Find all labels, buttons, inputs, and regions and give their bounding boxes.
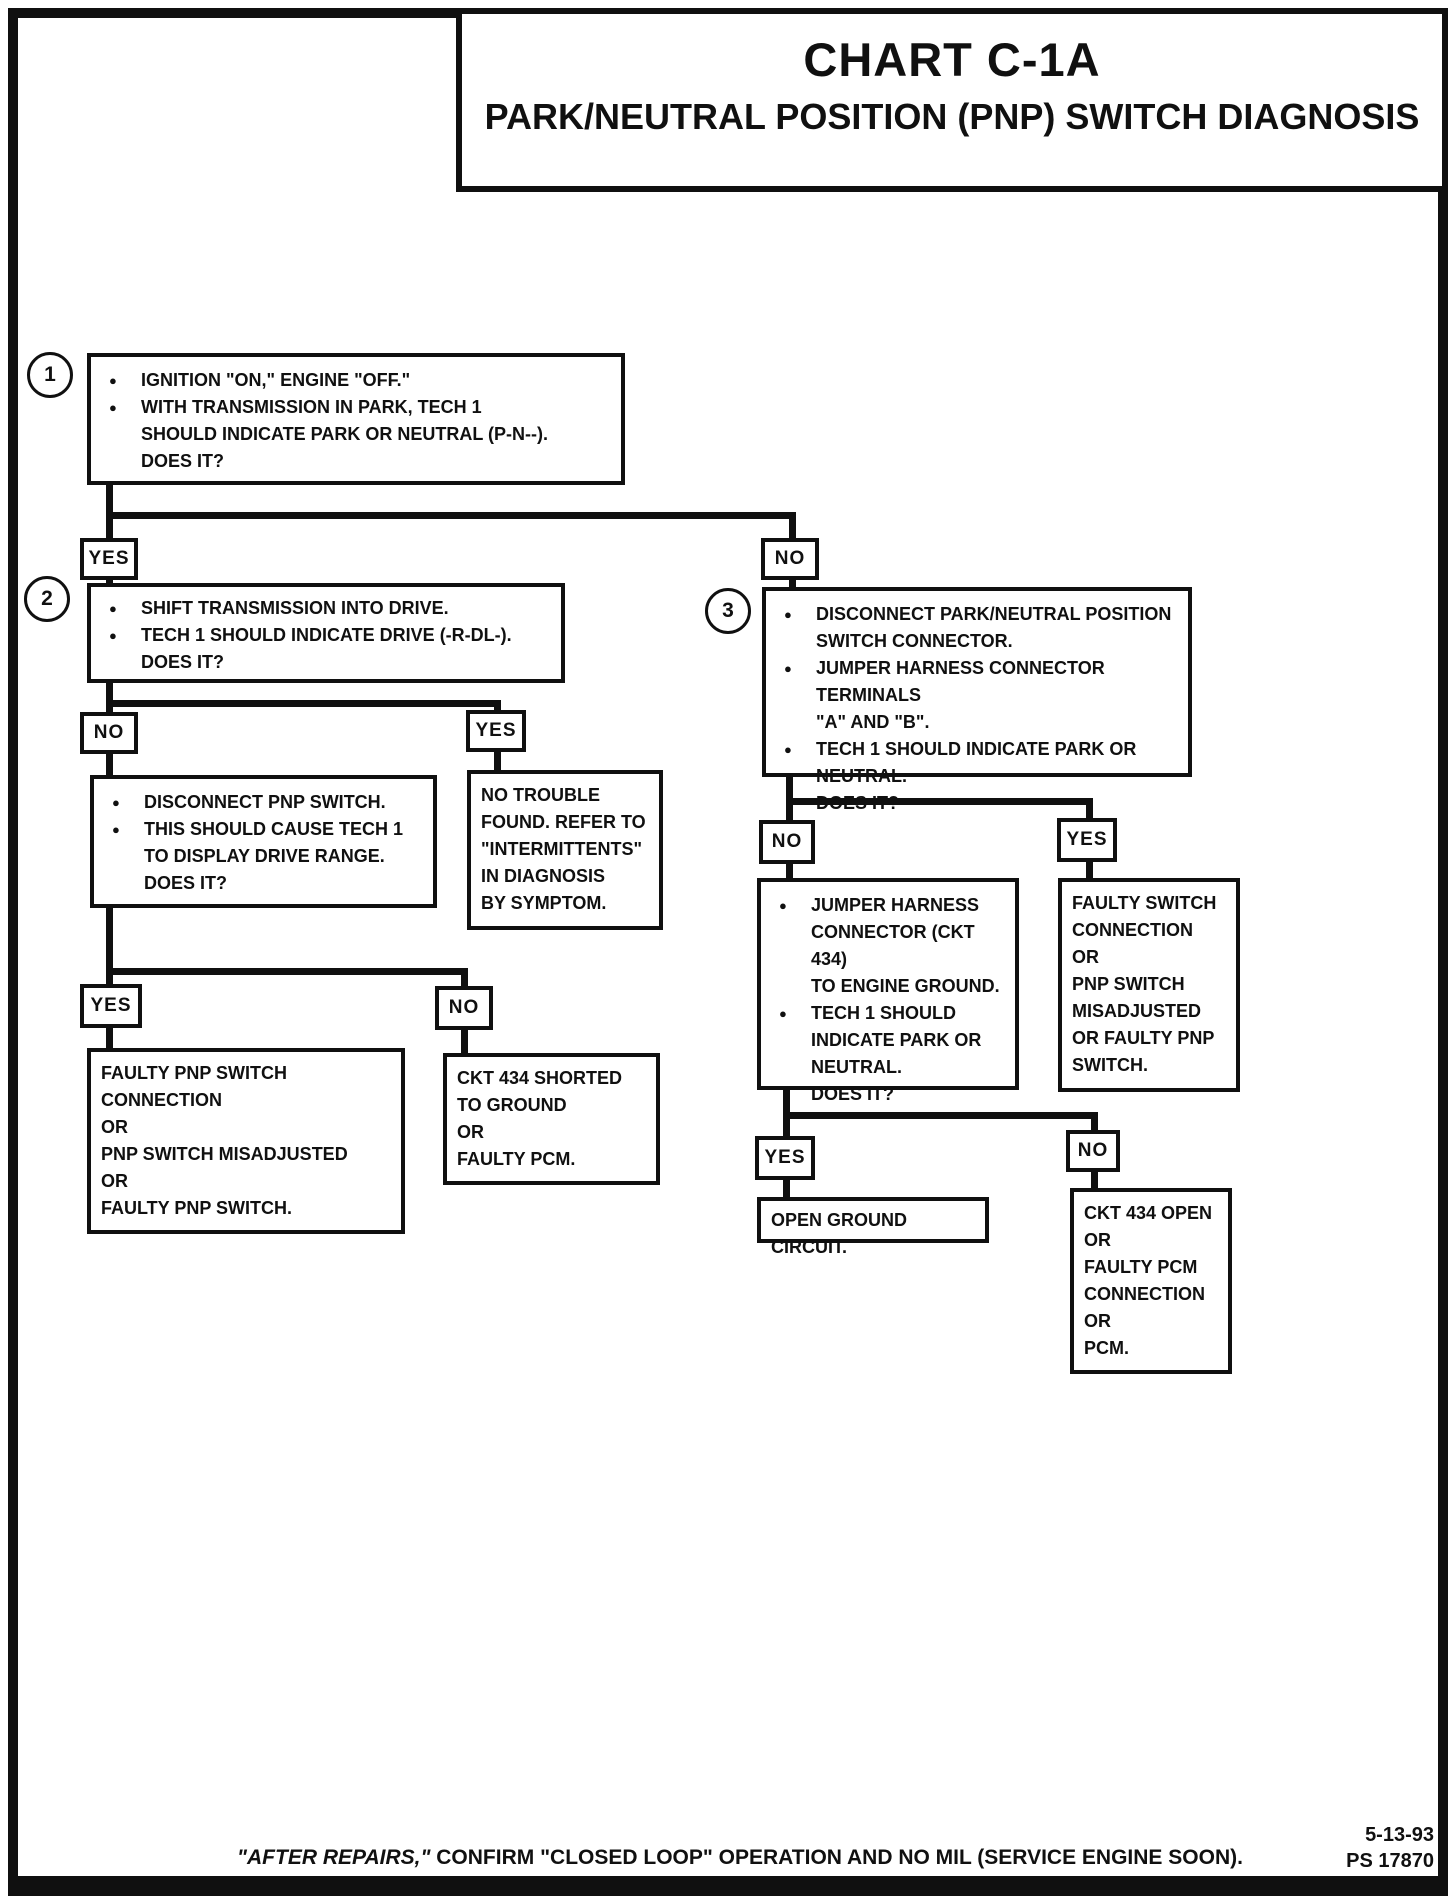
- footer-note: "AFTER REPAIRS," CONFIRM "CLOSED LOOP" O…: [180, 1846, 1300, 1870]
- step1-bullet-1: IGNITION "ON," ENGINE "OFF.": [97, 367, 615, 394]
- jumper-bullet-2: TECH 1 SHOULD INDICATE PARK OR NEUTRAL. …: [767, 1000, 1009, 1108]
- connector-step1-yes: [106, 485, 113, 583]
- connector-step2-branch: [106, 700, 501, 707]
- footer-id-block: 5-13-93 PS 17870: [1306, 1822, 1434, 1874]
- step3-bullet-1: DISCONNECT PARK/NEUTRAL POSITION SWITCH …: [772, 601, 1182, 655]
- step-circle-3: 3: [705, 588, 751, 634]
- step2-box: SHIFT TRANSMISSION INTO DRIVE. TECH 1 SH…: [87, 583, 565, 683]
- step3-box: DISCONNECT PARK/NEUTRAL POSITION SWITCH …: [762, 587, 1192, 813]
- box-faulty-switch-connection: FAULTY SWITCH CONNECTION OR PNP SWITCH M…: [1058, 878, 1240, 1092]
- box-faulty-pnp-switch: FAULTY PNP SWITCH CONNECTION OR PNP SWIT…: [87, 1048, 405, 1234]
- step2-bullet-2: TECH 1 SHOULD INDICATE DRIVE (-R-DL-). D…: [97, 622, 555, 676]
- faulty-pnp-text: FAULTY PNP SWITCH CONNECTION OR PNP SWIT…: [101, 1063, 348, 1218]
- step2-bullet-1: SHIFT TRANSMISSION INTO DRIVE.: [97, 595, 555, 622]
- box-disconnect-pnp-switch: DISCONNECT PNP SWITCH. THIS SHOULD CAUSE…: [90, 775, 437, 908]
- footer-note-rest: CONFIRM "CLOSED LOOP" OPERATION AND NO M…: [430, 1846, 1243, 1869]
- disconnect-bullet-2: THIS SHOULD CAUSE TECH 1 TO DISPLAY DRIV…: [100, 816, 427, 897]
- jumper-bullet-1: JUMPER HARNESS CONNECTOR (CKT 434) TO EN…: [767, 892, 1009, 1000]
- label-no-1: NO: [761, 538, 819, 580]
- box-jumper-to-ground: JUMPER HARNESS CONNECTOR (CKT 434) TO EN…: [757, 878, 1019, 1104]
- open-ground-text: OPEN GROUND CIRCUIT.: [771, 1210, 908, 1257]
- step-circle-1: 1: [27, 352, 73, 398]
- step1-bullet-2: WITH TRANSMISSION IN PARK, TECH 1 SHOULD…: [97, 394, 615, 475]
- box-no-trouble-found: NO TROUBLE FOUND. REFER TO "INTERMITTENT…: [467, 770, 663, 930]
- connector-step1-branch: [106, 512, 796, 519]
- connector-jumper-branch: [783, 1112, 1098, 1119]
- connector-disconnect-branch: [106, 968, 468, 975]
- box-ckt434-open: CKT 434 OPEN OR FAULTY PCM CONNECTION OR…: [1070, 1188, 1232, 1374]
- step1-box: IGNITION "ON," ENGINE "OFF." WITH TRANSM…: [87, 353, 625, 485]
- disconnect-bullet-1: DISCONNECT PNP SWITCH.: [100, 789, 427, 816]
- ckt434-open-text: CKT 434 OPEN OR FAULTY PCM CONNECTION OR…: [1084, 1203, 1213, 1358]
- chart-title: CHART C-1A: [803, 33, 1101, 86]
- chart-subtitle: PARK/NEUTRAL POSITION (PNP) SWITCH DIAGN…: [484, 96, 1420, 137]
- connector-step3-branch: [786, 798, 1093, 805]
- footer-date: 5-13-93: [1365, 1824, 1434, 1846]
- box-ckt434-shorted: CKT 434 SHORTED TO GROUND OR FAULTY PCM.: [443, 1053, 660, 1185]
- footer-doc-number: PS 17870: [1346, 1850, 1434, 1872]
- step3-bullet-3: TECH 1 SHOULD INDICATE PARK OR NEUTRAL. …: [772, 736, 1182, 817]
- step-circle-2: 2: [24, 576, 70, 622]
- label-yes-4: YES: [1057, 818, 1117, 862]
- step3-bullet-2: JUMPER HARNESS CONNECTOR TERMINALS "A" A…: [772, 655, 1182, 736]
- box-open-ground-circuit: OPEN GROUND CIRCUIT.: [757, 1197, 989, 1257]
- title-box: [456, 8, 1448, 192]
- label-yes-1: YES: [80, 538, 138, 580]
- label-no-4: NO: [759, 820, 815, 864]
- label-yes-5: YES: [755, 1136, 815, 1180]
- label-no-5: NO: [1066, 1130, 1120, 1172]
- label-yes-3: YES: [80, 984, 142, 1028]
- label-no-2: NO: [80, 712, 138, 754]
- ckt434-shorted-text: CKT 434 SHORTED TO GROUND OR FAULTY PCM.: [457, 1068, 623, 1169]
- label-no-3: NO: [435, 986, 493, 1030]
- footer-note-quoted: "AFTER REPAIRS,": [237, 1846, 431, 1869]
- no-trouble-text: NO TROUBLE FOUND. REFER TO "INTERMITTENT…: [481, 785, 646, 913]
- connector-disconnect-yes: [106, 908, 113, 1048]
- label-yes-2: YES: [466, 710, 526, 752]
- faulty-switch-text: FAULTY SWITCH CONNECTION OR PNP SWITCH M…: [1072, 893, 1217, 1075]
